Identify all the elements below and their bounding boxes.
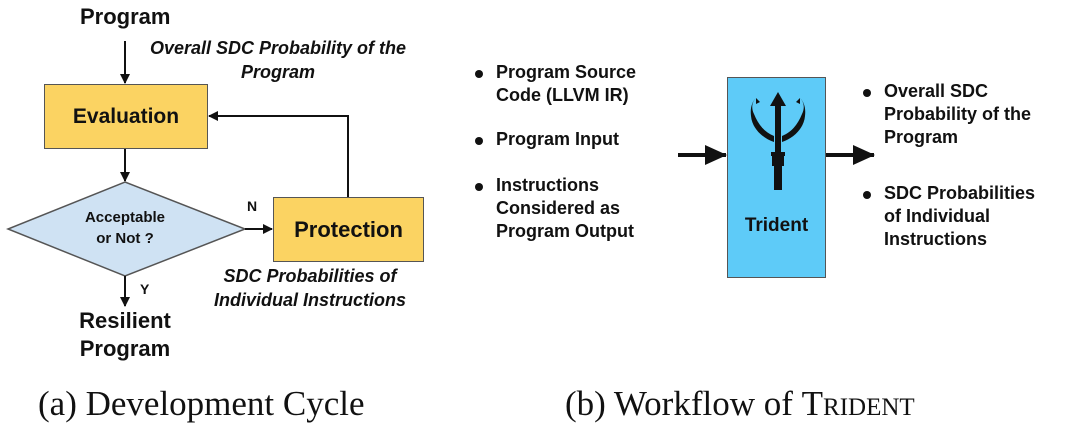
input-item-line: Code (LLVM IR) bbox=[496, 85, 629, 105]
output-item-line: Probability of the bbox=[884, 104, 1032, 124]
caption-b-prefix: (b) Workflow of bbox=[565, 384, 802, 423]
output-item-line: Overall SDC bbox=[884, 81, 989, 101]
protection-box: Protection bbox=[273, 197, 424, 262]
output-item: SDC Probabilities of Individual Instruct… bbox=[846, 182, 1035, 251]
evaluation-box: Evaluation bbox=[44, 84, 208, 149]
trident-label: Trident bbox=[744, 215, 809, 236]
input-item-line: Considered as bbox=[496, 198, 621, 218]
program-input-label: Program bbox=[80, 4, 171, 29]
bullet-icon bbox=[475, 137, 483, 145]
resilient-line-2: Program bbox=[79, 336, 171, 361]
bullet-icon bbox=[863, 191, 871, 199]
bullet-icon bbox=[475, 70, 483, 78]
output-item-line: of Individual bbox=[884, 206, 990, 226]
arrow-protection-to-evaluation bbox=[208, 111, 349, 197]
overall-sdc-note: Overall SDC Probability of the Program bbox=[149, 38, 407, 82]
branch-no-label: N bbox=[247, 198, 258, 214]
output-item-line: SDC Probabilities bbox=[884, 183, 1036, 203]
resilient-line-1: Resilient bbox=[79, 308, 171, 333]
resilient-program-label: Resilient Program bbox=[60, 307, 190, 363]
input-list: Program Source Code (LLVM IR) Program In… bbox=[458, 61, 636, 243]
decision-line-1: Acceptable bbox=[84, 209, 166, 226]
input-item: Program Source Code (LLVM IR) bbox=[458, 61, 636, 107]
input-item-line: Program Source bbox=[496, 62, 637, 82]
decision-label: Acceptable or Not ? bbox=[60, 207, 190, 249]
caption-a: (a) Development Cycle bbox=[38, 384, 365, 423]
input-item-line: Program Input bbox=[496, 129, 620, 149]
caption-b: (b) Workflow of Trident bbox=[565, 384, 915, 424]
input-item-line: Program Output bbox=[496, 221, 634, 241]
decision-line-2: or Not ? bbox=[96, 230, 154, 247]
trident-icon bbox=[750, 92, 806, 190]
output-item: Overall SDC Probability of the Program bbox=[846, 80, 1035, 149]
branch-yes-label: Y bbox=[140, 281, 150, 297]
evaluation-label: Evaluation bbox=[72, 104, 180, 128]
sdc-individual-note: SDC Probabilities of Individual Instruct… bbox=[213, 266, 406, 310]
output-list: Overall SDC Probability of the Program S… bbox=[846, 80, 1035, 251]
caption-b-tool: Trident bbox=[801, 384, 915, 423]
input-item: Instructions Considered as Program Outpu… bbox=[458, 174, 636, 243]
trident-box: Trident bbox=[727, 77, 826, 278]
protection-label: Protection bbox=[294, 216, 403, 242]
bullet-icon bbox=[863, 89, 871, 97]
output-item-line: Program bbox=[884, 127, 959, 147]
bullet-icon bbox=[475, 183, 483, 191]
input-item: Program Input bbox=[458, 128, 636, 151]
input-item-line: Instructions bbox=[496, 175, 600, 195]
output-item-line: Instructions bbox=[884, 229, 988, 249]
